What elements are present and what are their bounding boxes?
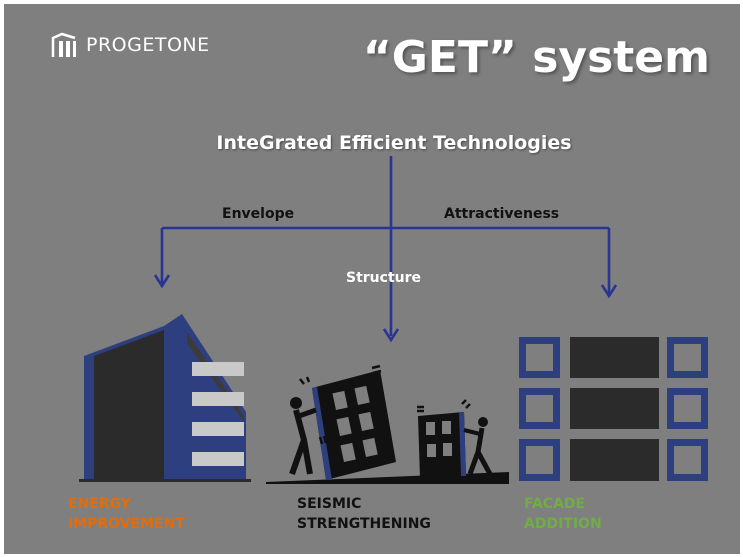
facade-caption-line1: FACADE	[524, 496, 586, 512]
seismic-caption-line2: STRENGTHENING	[297, 516, 431, 532]
attract-arrowhead	[600, 284, 618, 299]
energy-building-illustration	[79, 314, 251, 482]
seismic-buildings-illustration	[266, 364, 509, 484]
energy-caption-line1: ENERGY	[68, 496, 131, 512]
structure-label: Structure	[346, 270, 422, 286]
logo: PROGETONE	[50, 32, 210, 58]
building-frame-icon	[51, 32, 76, 57]
facade-addition-caption: FACADE ADDITION	[524, 494, 602, 534]
envelope-label: Envelope	[222, 206, 295, 222]
energy-caption-line2: IMPROVEMENT	[68, 516, 185, 532]
slide: PROGETONE “GET” system InteGrated Effici…	[4, 4, 740, 554]
seismic-strengthening-caption: SEISMIC STRENGTHENING	[297, 494, 431, 534]
facade-illustration	[519, 337, 708, 481]
facade-caption-line2: ADDITION	[524, 516, 602, 532]
subtitle: InteGrated Efficient Technologies	[216, 132, 572, 154]
page-title: “GET” system	[362, 32, 710, 83]
tree-diagram	[79, 156, 708, 484]
seismic-caption-line1: SEISMIC	[297, 496, 362, 512]
logo-text: PROGETONE	[86, 34, 210, 56]
attractiveness-label: Attractiveness	[444, 206, 560, 222]
energy-improvement-caption: ENERGY IMPROVEMENT	[68, 494, 185, 534]
envelope-arrowhead	[153, 274, 171, 289]
structure-arrowhead	[382, 328, 400, 343]
